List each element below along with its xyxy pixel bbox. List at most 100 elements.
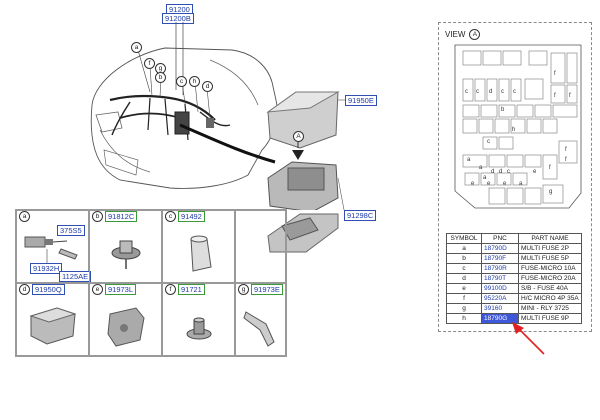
fuse-label: g xyxy=(549,189,553,195)
fuse-label: c xyxy=(476,89,479,95)
fuse-label: f xyxy=(565,157,567,163)
fuse-label: e xyxy=(487,181,491,187)
fuse-label: c xyxy=(465,89,468,95)
fuse-label: e xyxy=(533,169,537,175)
column-header-pnc: PNC xyxy=(481,233,519,244)
callout-f[interactable]: f xyxy=(144,58,155,69)
protector-illustration xyxy=(107,307,145,347)
part-number-91973e[interactable]: 91973E xyxy=(251,284,283,295)
part-name-cell: MINI - RLY 3725 xyxy=(518,303,582,314)
engine-bay-illustration xyxy=(90,22,345,210)
pnc-cell[interactable]: 18790D xyxy=(481,243,519,254)
fuse-label: f xyxy=(554,71,556,77)
symbol-cell: g xyxy=(446,303,482,314)
symbol-cell: a xyxy=(446,243,482,254)
table-header-row: SYMBOL PNC PART NAME xyxy=(446,233,582,244)
part-name-cell: MULTI FUSE 5P xyxy=(518,253,582,264)
part-number-91950e[interactable]: 91950E xyxy=(345,95,377,106)
panel-a[interactable]: a 375S5 91932H 1125AE xyxy=(16,210,92,283)
view-a-panel: VIEW A f c c d c c f f b h c f f a a xyxy=(438,22,592,332)
part-number-91812c[interactable]: 91812C xyxy=(105,211,138,222)
detail-panels: a 375S5 91932H 1125AE b 91812C c 91492 xyxy=(15,209,287,357)
panel-empty-1 xyxy=(235,210,286,283)
part-number-375s5[interactable]: 375S5 xyxy=(57,225,85,236)
fuse-label: a xyxy=(467,157,471,163)
callout-d[interactable]: d xyxy=(202,81,213,92)
panel-d-letter: d xyxy=(19,284,30,295)
pnc-cell[interactable]: 99100D xyxy=(481,283,519,294)
panel-d[interactable]: d 91950Q xyxy=(16,283,89,356)
part-name-cell: FUSE-MICRO 10A xyxy=(518,263,582,274)
part-number-1125ae[interactable]: 1125AE xyxy=(59,271,92,282)
connector-illustration xyxy=(24,236,78,263)
symbol-cell: e xyxy=(446,283,482,294)
symbol-cell: b xyxy=(446,253,482,264)
fuse-label: c xyxy=(507,169,510,175)
boot-illustration xyxy=(190,235,212,272)
part-name-cell: MULTI FUSE 2P xyxy=(518,243,582,254)
bracket-illustration xyxy=(29,307,77,345)
callout-b[interactable]: b xyxy=(155,72,166,83)
part-name-cell: MULTI FUSE 9P xyxy=(518,313,582,324)
main-diagram: 91200 91200B xyxy=(0,0,430,253)
symbol-cell: h xyxy=(446,313,482,324)
fuse-label: a xyxy=(479,165,483,171)
panel-a-letter: a xyxy=(19,211,30,222)
part-name-cell: S/B - FUSE 40A xyxy=(518,283,582,294)
panel-e[interactable]: e 91973L xyxy=(89,283,162,356)
callout-a[interactable]: a xyxy=(131,42,142,53)
part-number-91950q[interactable]: 91950Q xyxy=(32,284,65,295)
fuse-label: f xyxy=(565,147,567,153)
panel-b[interactable]: b 91812C xyxy=(89,210,162,283)
part-number-91973l[interactable]: 91973L xyxy=(105,284,137,295)
grommet-illustration xyxy=(111,240,141,269)
panel-b-letter: b xyxy=(92,211,103,222)
fuse-label: e xyxy=(471,181,475,187)
fuse-label: a xyxy=(519,181,523,187)
fuse-layout-diagram xyxy=(454,44,582,209)
panel-c[interactable]: c 91492 xyxy=(162,210,235,283)
column-header-part-name: PART NAME xyxy=(518,233,582,244)
part-number-91932h[interactable]: 91932H xyxy=(30,263,63,274)
callout-c[interactable]: c xyxy=(176,76,187,87)
fuse-label: f xyxy=(554,93,556,99)
fuse-label: c xyxy=(513,89,516,95)
pnc-cell[interactable]: 18790R xyxy=(481,263,519,274)
fuse-label: f xyxy=(549,165,551,171)
part-number-91721[interactable]: 91721 xyxy=(178,284,205,295)
fuse-label: d xyxy=(489,89,493,95)
part-name-cell: FUSE-MICRO 20A xyxy=(518,273,582,284)
fuse-label: f xyxy=(569,93,571,99)
fuse-label: h xyxy=(512,127,516,133)
pnc-cell[interactable]: 18790T xyxy=(481,273,519,284)
view-marker-circle: A xyxy=(469,29,481,40)
pnc-cell[interactable]: 18790F xyxy=(481,253,519,264)
fuse-label: c xyxy=(501,89,504,95)
fuse-label: d xyxy=(499,169,503,175)
symbol-cell: f xyxy=(446,293,482,304)
pnc-cell[interactable]: 95220A xyxy=(481,293,519,304)
view-marker-a[interactable]: A xyxy=(293,131,304,142)
panel-f[interactable]: f 91721 xyxy=(162,283,235,356)
clip-illustration xyxy=(243,311,275,347)
panel-g[interactable]: g 91973E xyxy=(235,283,286,356)
pnc-cell[interactable]: 39160 xyxy=(481,303,519,314)
fuse-label: e xyxy=(503,181,507,187)
callout-h[interactable]: h xyxy=(189,76,200,87)
fuse-label: b xyxy=(501,107,505,113)
fuse-label: a xyxy=(483,175,487,181)
part-number-91298c[interactable]: 91298C xyxy=(344,210,377,221)
part-number-91492[interactable]: 91492 xyxy=(178,211,205,222)
plug-illustration xyxy=(186,317,212,340)
panel-e-letter: e xyxy=(92,284,103,295)
part-number-91200b[interactable]: 91200B xyxy=(162,13,194,24)
